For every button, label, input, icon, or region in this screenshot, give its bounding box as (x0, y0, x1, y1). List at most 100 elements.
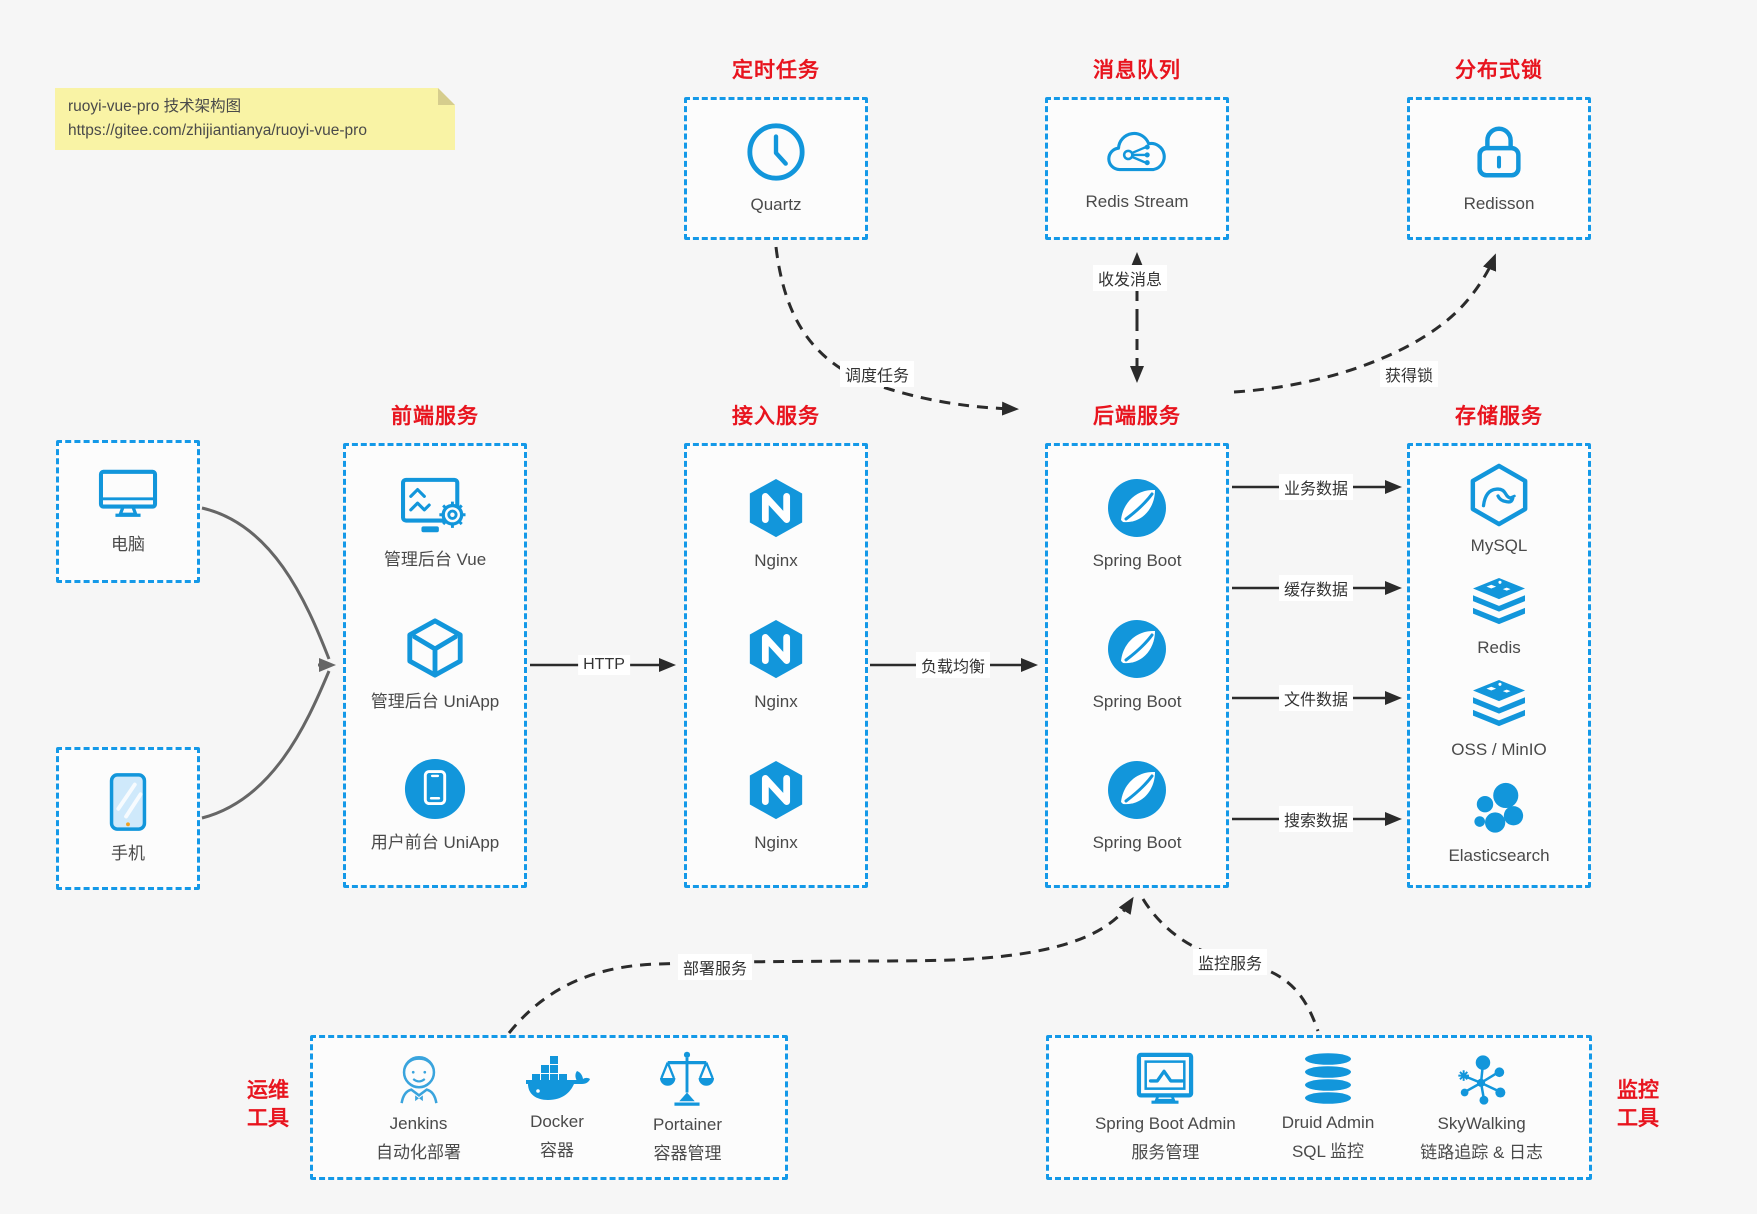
node-label: Portainer (653, 1114, 722, 1134)
cloud-share-icon (1101, 124, 1173, 180)
edge-label-file-data: 文件数据 (1278, 685, 1354, 711)
node-label: Nginx (754, 832, 798, 852)
admin-vue-icon (397, 476, 473, 538)
edge-label-monitor-service: 监控服务 (1192, 949, 1268, 975)
spring-boot-icon (1106, 477, 1168, 539)
node-label: Spring Boot (1092, 691, 1182, 711)
spring-boot-icon (1106, 618, 1168, 680)
ops-tools-title-line2: 工具 (247, 1107, 289, 1130)
client-desktop-box: 电脑 (56, 440, 200, 583)
group-distributed-lock: 分布式锁 Redisson (1407, 59, 1591, 240)
node-nginx-2: Nginx (746, 618, 806, 714)
edge-label-http: HTTP (578, 655, 630, 675)
node-mysql: MySQL (1468, 463, 1530, 558)
node-label: OSS / MinIO (1451, 739, 1547, 759)
node-label: 管理后台 UniApp (370, 691, 500, 711)
group-gateway-services: 接入服务 Nginx Nginx Nginx (684, 405, 868, 888)
group-title-frontend: 前端服务 (391, 405, 479, 428)
group-title-gateway: 接入服务 (732, 405, 820, 428)
sticky-note: ruoyi-vue-pro 技术架构图 https://gitee.com/zh… (55, 88, 455, 150)
acquire-lock-curve (1233, 253, 1497, 394)
monitor-tools-title: 监控 工具 (1604, 1077, 1672, 1133)
user-app-icon (403, 757, 467, 821)
edge-label-search-data: 搜索数据 (1278, 806, 1354, 832)
node-sublabel: 容器 (540, 1140, 574, 1160)
elasticsearch-icon (1471, 781, 1527, 837)
node-nginx-1: Nginx (746, 477, 806, 573)
note-title: ruoyi-vue-pro 技术架构图 (68, 98, 242, 115)
node-label: Spring Boot Admin (1094, 1113, 1236, 1133)
node-elasticsearch: Elasticsearch (1448, 781, 1550, 868)
group-title-distributed-lock: 分布式锁 (1455, 59, 1543, 82)
group-frontend-services: 前端服务 管理后台 Vue (343, 405, 527, 888)
node-label: Elasticsearch (1448, 845, 1550, 865)
mysql-icon (1468, 463, 1530, 527)
node-label: 管理后台 Vue (383, 549, 487, 569)
node-spring-boot-1: Spring Boot (1092, 477, 1182, 573)
node-admin-uniapp: 管理后台 UniApp (371, 616, 499, 714)
group-scheduled-task: 定时任务 Quartz (684, 59, 868, 240)
group-storage-services: 存储服务 MySQL (1407, 405, 1591, 888)
node-label: Nginx (754, 550, 798, 570)
druid-icon (1301, 1052, 1355, 1106)
node-desktop: 电脑 (96, 467, 160, 557)
monitor-tools-title-line1: 监控 (1617, 1079, 1659, 1102)
edge-label-send-receive-message: 收发消息 (1092, 265, 1168, 291)
node-sublabel: SQL 监控 (1291, 1141, 1365, 1161)
redis-icon (1469, 577, 1529, 629)
skywalking-icon (1454, 1051, 1510, 1107)
node-sublabel: 链路追踪 & 日志 (1420, 1142, 1544, 1162)
note-url: https://gitee.com/zhijiantianya/ruoyi-vu… (68, 122, 367, 139)
deploy-service-curve (507, 896, 1134, 1034)
edge-label-acquire-lock: 获得锁 (1379, 361, 1439, 387)
edge-label-schedule-task: 调度任务 (839, 361, 915, 387)
edge-label-business-data: 业务数据 (1278, 474, 1354, 500)
desktop-icon (96, 467, 160, 523)
edge-label-load-balance: 负载均衡 (915, 652, 991, 678)
spring-boot-admin-icon (1134, 1051, 1196, 1107)
ops-tools-title: 运维 工具 (234, 1077, 302, 1133)
node-sublabel: 自动化部署 (376, 1142, 461, 1162)
node-label: Spring Boot (1092, 832, 1182, 852)
node-label: Redis (1477, 638, 1521, 658)
nginx-icon (746, 759, 806, 821)
node-jenkins: Jenkins 自动化部署 (376, 1051, 461, 1165)
node-label: Quartz (750, 194, 802, 214)
group-message-queue: 消息队列 Redis Stream (1045, 59, 1229, 240)
monitor-tools-title-line2: 工具 (1617, 1107, 1659, 1130)
client-phone-box: 手机 (56, 747, 200, 890)
group-monitor-tools: Spring Boot Admin 服务管理 Druid Admin SQL 监… (1046, 1035, 1592, 1180)
node-spring-boot-2: Spring Boot (1092, 618, 1182, 714)
group-backend-services: 后端服务 Spring Boot Spring Boot Spring Boot (1045, 405, 1229, 888)
uniapp-cube-icon (403, 616, 467, 680)
edge-label-deploy-service: 部署服务 (677, 954, 753, 980)
group-title-backend: 后端服务 (1093, 405, 1181, 428)
group-title-scheduled-task: 定时任务 (732, 59, 820, 82)
clock-icon (745, 121, 807, 183)
node-sublabel: 服务管理 (1131, 1142, 1200, 1162)
nginx-icon (746, 618, 806, 680)
node-redisson: Redisson (1463, 122, 1535, 216)
node-label: 电脑 (111, 534, 145, 554)
node-sublabel: 容器管理 (653, 1143, 722, 1163)
node-redis: Redis (1469, 577, 1529, 660)
node-label: Druid Admin (1281, 1112, 1375, 1132)
node-portainer: Portainer 容器管理 (653, 1050, 722, 1166)
node-spring-boot-3: Spring Boot (1092, 759, 1182, 855)
node-label: Jenkins (389, 1113, 448, 1133)
node-label: Redisson (1463, 193, 1535, 213)
node-label: Spring Boot (1092, 550, 1182, 570)
client-curves (201, 506, 336, 820)
node-label: MySQL (1470, 536, 1528, 556)
node-label: 用户前台 UniApp (370, 833, 500, 853)
portainer-icon (659, 1050, 715, 1108)
node-skywalking: SkyWalking 链路追踪 & 日志 (1420, 1051, 1543, 1165)
node-phone: 手机 (105, 772, 151, 866)
node-user-uniapp: 用户前台 UniApp (371, 757, 499, 855)
group-title-message-queue: 消息队列 (1093, 59, 1181, 82)
node-nginx-3: Nginx (746, 759, 806, 855)
oss-icon (1469, 679, 1529, 731)
jenkins-icon (392, 1051, 446, 1107)
edge-label-cache-data: 缓存数据 (1278, 575, 1354, 601)
